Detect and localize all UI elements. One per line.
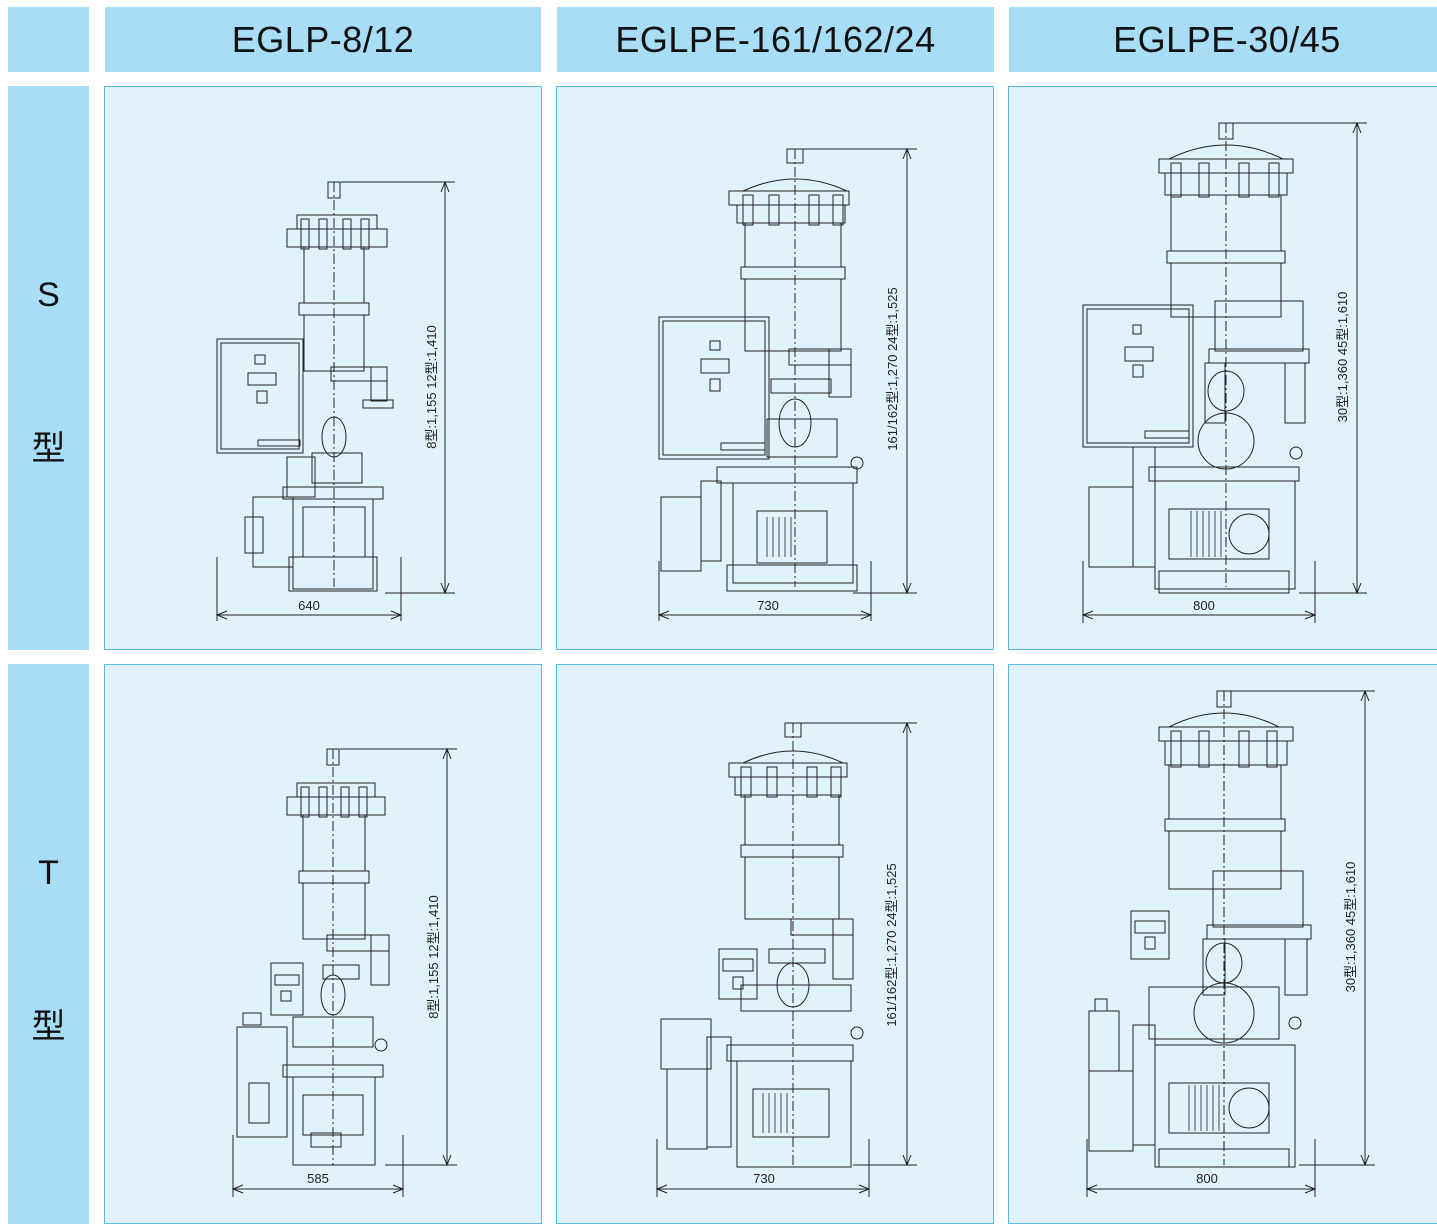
column-header-eglpe-30-45: EGLPE-30/45 bbox=[1009, 7, 1437, 72]
row-kata: 型 bbox=[31, 1008, 66, 1046]
height-dimension: 8型:1,155 12型:1,410 bbox=[426, 895, 441, 1019]
drawing-cell-s-eglpe-30-45: 800 30型:1,360 45型:1,610 bbox=[1008, 86, 1437, 650]
column-header-label: EGLPE-161/162/24 bbox=[615, 18, 936, 60]
height-dimension: 8型:1,155 12型:1,410 bbox=[424, 325, 439, 449]
drawing-cell-t-eglpe-161-162-24: 730 161/162型:1,270 24型:1,525 bbox=[556, 664, 994, 1224]
width-dimension: 640 bbox=[298, 598, 320, 613]
column-header-eglp-8-12: EGLP-8/12 bbox=[105, 7, 541, 72]
filter-unit-drawing: 640 8型:1,155 12型:1,410 bbox=[215, 180, 455, 621]
height-dimension: 161/162型:1,270 24型:1,525 bbox=[884, 863, 899, 1026]
row-header-t-type: T 型 bbox=[8, 664, 89, 1224]
height-dimension: 30型:1,360 45型:1,610 bbox=[1335, 292, 1350, 423]
row-letter: T bbox=[38, 854, 59, 892]
row-header-s-type: S 型 bbox=[8, 86, 89, 650]
width-dimension: 585 bbox=[307, 1171, 329, 1186]
column-header-label: EGLPE-30/45 bbox=[1113, 18, 1341, 60]
header-corner bbox=[8, 7, 89, 72]
width-dimension: 800 bbox=[1196, 1171, 1218, 1186]
drawing-cell-t-eglp-8-12: 585 8型:1,155 12型:1,410 bbox=[104, 664, 542, 1224]
filter-unit-drawing: 585 8型:1,155 12型:1,410 bbox=[231, 747, 457, 1197]
width-dimension: 730 bbox=[753, 1171, 775, 1186]
width-dimension: 800 bbox=[1193, 598, 1215, 613]
drawing-cell-s-eglpe-161-162-24: 730 161/162型:1,270 24型:1,525 bbox=[556, 86, 994, 650]
drawing-cell-t-eglpe-30-45: 800 30型:1,360 45型:1,610 bbox=[1008, 664, 1437, 1224]
row-letter: S bbox=[37, 276, 60, 314]
drawing-cell-s-eglp-8-12: 640 8型:1,155 12型:1,410 bbox=[104, 86, 542, 650]
filter-unit-drawing: 730 161/162型:1,270 24型:1,525 bbox=[655, 721, 917, 1197]
column-header-eglpe-161-162-24: EGLPE-161/162/24 bbox=[557, 7, 994, 72]
row-kata: 型 bbox=[31, 430, 66, 468]
height-dimension: 30型:1,360 45型:1,610 bbox=[1343, 862, 1358, 993]
column-header-label: EGLP-8/12 bbox=[231, 18, 415, 60]
filter-unit-drawing: 800 30型:1,360 45型:1,610 bbox=[1085, 689, 1375, 1197]
width-dimension: 730 bbox=[757, 598, 779, 613]
filter-unit-drawing: 730 161/162型:1,270 24型:1,525 bbox=[657, 147, 917, 621]
height-dimension: 161/162型:1,270 24型:1,525 bbox=[885, 287, 900, 450]
filter-unit-drawing: 800 30型:1,360 45型:1,610 bbox=[1081, 121, 1367, 623]
